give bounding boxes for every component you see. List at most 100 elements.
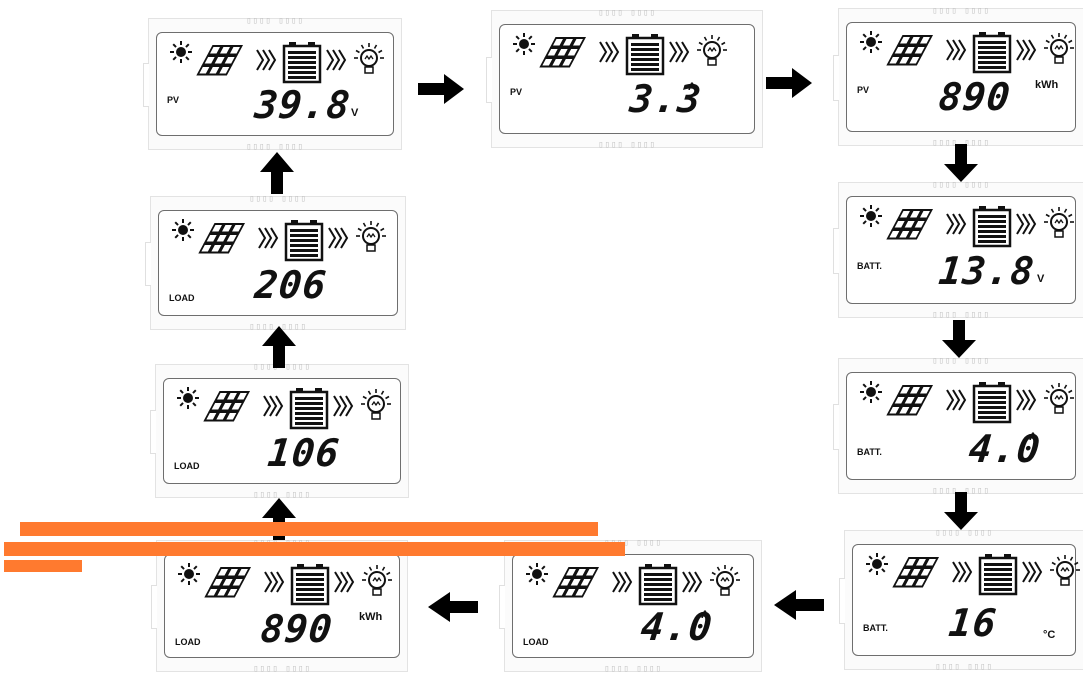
status-icons — [172, 219, 386, 262]
battery-icon — [289, 388, 329, 430]
status-icons — [177, 387, 391, 430]
chevron-right-icon — [334, 571, 355, 593]
highlight-stripe — [20, 522, 598, 536]
reading-value: 16 — [946, 601, 1000, 645]
status-icons — [170, 41, 384, 84]
chevron-right-icon — [612, 571, 633, 593]
sun-icon — [513, 33, 535, 55]
mode-label: PV — [857, 85, 870, 95]
solar-panel-icon — [539, 37, 587, 68]
status-icons — [513, 33, 727, 76]
lcd-panel-load-106: ▯▯▯▯ ▯▯▯▯ ▯▯▯▯ ▯▯▯▯ LOAD 106 — [150, 362, 409, 500]
battery-icon — [978, 554, 1018, 596]
chevron-right-icon — [326, 49, 347, 71]
highlight-stripe — [4, 542, 625, 556]
light-bulb-icon — [1050, 555, 1080, 586]
status-icons — [860, 381, 1074, 424]
light-bulb-icon — [361, 389, 391, 420]
solar-panel-icon — [886, 35, 934, 66]
sun-icon — [860, 205, 882, 227]
reading-unit: V — [1037, 273, 1045, 285]
light-bulb-icon — [1044, 383, 1074, 414]
solar-panel-icon — [204, 567, 252, 598]
lcd-panel-pv-voltage: ▯▯▯▯ ▯▯▯▯ ▯▯▯▯ ▯▯▯▯ PV 39.8 V — [143, 16, 402, 152]
battery-icon — [282, 42, 322, 84]
lcd-panel-batt-current: ▯▯▯▯ ▯▯▯▯ ▯▯▯▯ ▯▯▯▯ BATT. 4.0 A — [833, 356, 1083, 496]
chevron-right-icon — [946, 389, 967, 411]
reading-value: 39.8 — [252, 83, 353, 127]
lcd-panel-pv-energy: ▯▯▯▯ ▯▯▯▯ ▯▯▯▯ ▯▯▯▯ PV 890 kWh — [833, 6, 1083, 148]
mode-label: PV — [167, 95, 180, 105]
chevron-right-icon — [333, 395, 354, 417]
mode-label: LOAD — [169, 293, 195, 303]
mode-label: LOAD — [174, 461, 200, 471]
arrow-down-icon — [942, 320, 976, 358]
lcd-panel-load-energy: ▯▯▯▯ ▯▯▯▯ ▯▯▯▯ ▯▯▯▯ LOAD 890 kWh — [151, 538, 408, 674]
arrow-right-icon — [766, 68, 812, 98]
arrow-down-icon — [944, 492, 978, 530]
solar-panel-icon — [552, 567, 600, 598]
solar-panel-icon — [203, 391, 251, 422]
reading-unit: kWh — [359, 611, 383, 623]
arrow-down-icon — [944, 144, 978, 182]
light-bulb-icon — [1044, 207, 1074, 238]
reading-value: 206 — [252, 263, 329, 307]
sun-icon — [178, 563, 200, 585]
sun-icon — [177, 387, 199, 409]
arrow-left-icon — [774, 590, 824, 620]
sun-icon — [860, 31, 882, 53]
arrow-left-icon — [428, 592, 478, 622]
arrow-up-icon — [260, 152, 294, 194]
reading-value: 13.8 — [936, 249, 1037, 293]
chevron-right-icon — [1016, 213, 1037, 235]
lcd-panel-batt-temperature: ▯▯▯▯ ▯▯▯▯ ▯▯▯▯ ▯▯▯▯ BATT. 16 °C — [839, 528, 1083, 672]
chevron-right-icon — [1016, 389, 1037, 411]
chevron-right-icon — [946, 213, 967, 235]
reading-value: 106 — [265, 431, 342, 475]
solar-panel-icon — [198, 223, 246, 254]
chevron-right-icon — [328, 227, 349, 249]
chevron-right-icon — [952, 561, 973, 583]
chevron-right-icon — [256, 49, 277, 71]
chevron-right-icon — [264, 571, 285, 593]
battery-icon — [972, 206, 1012, 248]
arrow-right-icon — [418, 74, 464, 104]
light-bulb-icon — [356, 221, 386, 252]
mode-label: BATT. — [863, 623, 888, 633]
mode-label: LOAD — [523, 637, 549, 647]
chevron-right-icon — [258, 227, 279, 249]
solar-panel-icon — [886, 385, 934, 416]
reading-unit: kWh — [1035, 79, 1059, 91]
reading-value: 890 — [258, 607, 335, 651]
light-bulb-icon — [710, 565, 740, 596]
light-bulb-icon — [1044, 33, 1074, 64]
solar-panel-icon — [886, 209, 934, 240]
battery-icon — [290, 564, 330, 606]
chevron-right-icon — [263, 395, 284, 417]
light-bulb-icon — [697, 35, 727, 66]
solar-panel-icon — [892, 557, 940, 588]
battery-icon — [625, 34, 665, 76]
reading-unit: A — [688, 81, 696, 93]
light-bulb-icon — [362, 565, 392, 596]
mode-label: PV — [510, 87, 523, 97]
mode-label: BATT. — [857, 447, 882, 457]
lcd-panel-pv-current: ▯▯▯▯ ▯▯▯▯ ▯▯▯▯ ▯▯▯▯ PV 3.3 A — [486, 8, 763, 150]
sun-icon — [866, 553, 888, 575]
chevron-right-icon — [946, 39, 967, 61]
arrow-up-icon — [262, 326, 296, 368]
status-icons — [866, 553, 1080, 596]
battery-icon — [972, 32, 1012, 74]
solar-panel-icon — [196, 45, 244, 76]
mode-label: BATT. — [857, 261, 882, 271]
lcd-panel-load-206: ▯▯▯▯ ▯▯▯▯ ▯▯▯▯ ▯▯▯▯ LOAD 206 — [145, 194, 406, 332]
reading-unit: °C — [1043, 629, 1056, 641]
status-icons — [860, 31, 1074, 74]
sun-icon — [526, 563, 548, 585]
reading-unit: A — [701, 609, 709, 621]
lcd-panel-batt-voltage: ▯▯▯▯ ▯▯▯▯ ▯▯▯▯ ▯▯▯▯ BATT. 13.8 V — [833, 180, 1083, 320]
arrow-up-icon — [262, 498, 296, 540]
chevron-right-icon — [1022, 561, 1043, 583]
sun-icon — [860, 381, 882, 403]
sun-icon — [170, 41, 192, 63]
